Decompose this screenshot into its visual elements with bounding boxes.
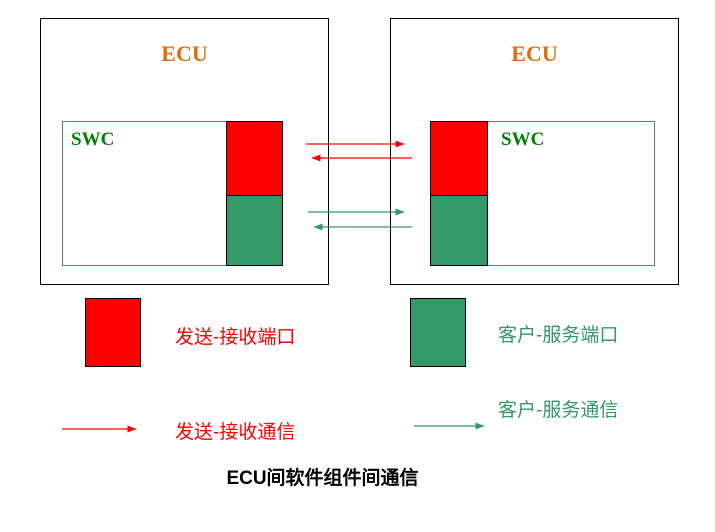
- swc-label-right: SWC: [501, 129, 545, 150]
- legend-client-server-comm-label: 客户-服务通信: [498, 400, 619, 421]
- client-server-port-right: [430, 195, 488, 266]
- ecu-label-right: ECU: [511, 41, 558, 66]
- sender-receiver-port-left: [226, 121, 283, 196]
- swc-box-right: SWC: [430, 121, 655, 266]
- ecu-label-left: ECU: [161, 41, 208, 66]
- legend-sender-receiver-comm-label: 发送-接收通信: [175, 422, 296, 443]
- ecu-box-left: ECU SWC: [40, 18, 329, 285]
- swc-box-left: SWC: [62, 121, 283, 266]
- ecu-box-right: ECU SWC: [390, 18, 679, 285]
- legend-sender-receiver-port-swatch: [85, 298, 141, 367]
- legend-sender-receiver-port-label: 发送-接收端口: [175, 327, 296, 348]
- diagram-caption: ECU间软件组件间通信: [226, 468, 419, 489]
- legend-client-server-port-swatch: [410, 298, 466, 367]
- legend-client-server-port-label: 客户-服务端口: [498, 325, 619, 346]
- sender-receiver-port-right: [430, 121, 488, 196]
- client-server-port-left: [226, 195, 283, 266]
- swc-label-left: SWC: [71, 129, 115, 150]
